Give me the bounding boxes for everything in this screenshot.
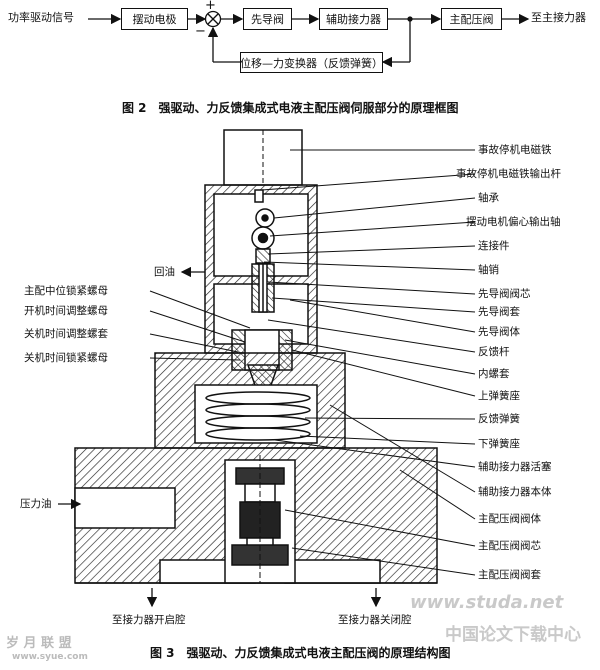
watermark-left-top: 岁 月 联 盟: [6, 636, 72, 651]
sum-plus-sign: +: [205, 0, 216, 13]
label-feedback-spring: 反馈弹簧: [478, 413, 520, 425]
figure-2-caption: 图 2 强驱动、力反馈集成式电液主配压阀伺服部分的原理框图: [122, 101, 459, 115]
label-return-oil: 回油: [154, 266, 175, 278]
label-close-time-lock-nut: 关机时间锁紧螺母: [24, 352, 108, 364]
label-solenoid: 事故停机电磁铁: [478, 144, 552, 156]
label-to-open-chamber: 至接力器开启腔: [112, 614, 186, 626]
label-pin: 轴销: [478, 264, 499, 276]
output-label: 至主接力器: [531, 11, 586, 24]
watermark-left-bottom: www.syue.com: [12, 652, 88, 662]
label-pilot-sleeve: 先导阀套: [478, 306, 520, 318]
label-feedback-rod: 反馈杆: [478, 346, 510, 358]
input-signal-label: 功率驱动信号: [8, 11, 74, 24]
label-aux-piston: 辅助接力器活塞: [478, 461, 552, 473]
label-pilot-body: 先导阀体: [478, 326, 520, 338]
figure-3-caption: 图 3 强驱动、力反馈集成式电液主配压阀的原理结构图: [150, 646, 451, 660]
label-main-body: 主配压阀阀体: [478, 513, 541, 525]
main-valve-block: 主配压阀: [441, 8, 502, 30]
label-solenoid-rod: 事故停机电磁铁输出杆: [456, 168, 561, 180]
sum-minus-sign: −: [195, 24, 206, 39]
feedback-spring-block: 位移—力变换器（反馈弹簧）: [240, 52, 383, 73]
label-center-lock-nut: 主配中位锁紧螺母: [24, 285, 108, 297]
label-lower-spring-seat: 下弹簧座: [478, 438, 520, 450]
label-bearing: 轴承: [478, 192, 499, 204]
label-open-time-nut: 开机时间调整螺母: [24, 305, 108, 317]
label-connector: 连接件: [478, 240, 510, 252]
label-to-close-chamber: 至接力器关闭腔: [338, 614, 412, 626]
label-main-sleeve: 主配压阀阀套: [478, 569, 541, 581]
pilot-valve-block: 先导阀: [243, 8, 292, 30]
watermark-right-bottom: 中国论文下载中心: [445, 625, 581, 645]
label-pressure-oil: 压力油: [20, 498, 52, 510]
label-main-spool: 主配压阀阀芯: [478, 540, 541, 552]
watermark-right-top: www.studa.net: [410, 592, 564, 613]
swing-motor-block: 摆动电极: [121, 8, 188, 30]
label-pilot-spool: 先导阀阀芯: [478, 288, 531, 300]
label-aux-body: 辅助接力器本体: [478, 486, 552, 498]
aux-servo-block: 辅助接力器: [319, 8, 388, 30]
label-close-time-sleeve: 关机时间调整螺套: [24, 328, 108, 340]
label-eccentric-shaft: 摆动电机偏心输出轴: [466, 216, 561, 228]
label-upper-spring-seat: 上弹簧座: [478, 390, 520, 402]
label-inner-sleeve: 内螺套: [478, 368, 510, 380]
